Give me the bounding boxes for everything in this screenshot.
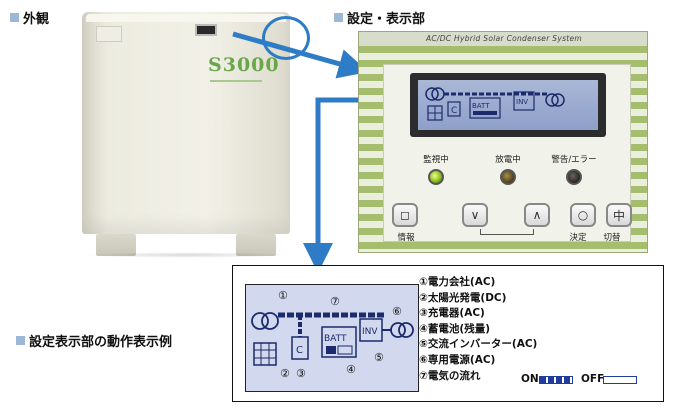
info-button-label: 情報 xyxy=(397,233,415,243)
control-panel: AC/DC Hybrid Solar Condenser System C BA… xyxy=(358,31,648,253)
num-3: ③ xyxy=(296,367,306,380)
panel-heading-text: 設定・表示部 xyxy=(347,12,426,27)
switch-button-label: 切替 xyxy=(603,233,621,243)
up-button[interactable]: ∧ xyxy=(524,203,550,227)
num-4: ④ xyxy=(346,363,356,376)
num-7: ⑦ xyxy=(330,295,340,308)
led-monitoring xyxy=(428,169,444,185)
bullet-square-icon xyxy=(334,13,343,22)
legend-item-battery: ④蓄電池(残量) xyxy=(419,322,490,335)
device-shadow xyxy=(82,252,290,258)
diag-inv-label: INV xyxy=(362,327,378,337)
diag-batt-label: BATT xyxy=(324,334,347,344)
device-logo: S3000 xyxy=(208,54,280,76)
legend-item-dedicated-power: ⑥専用電源(AC) xyxy=(419,353,496,366)
display-example-diagram: ① ⑦ C BATT INV ⑥ ② ③ ④ ⑤ xyxy=(245,284,419,392)
lcd-inv-label: INV xyxy=(516,98,528,106)
legend-box: ① ⑦ C BATT INV ⑥ ② ③ ④ ⑤ xyxy=(232,265,664,402)
led-label-warning: 警告/エラー xyxy=(551,155,597,165)
legend-item-flow: ⑦電気の流れ xyxy=(419,369,481,382)
lcd-diagram: C BATT INV xyxy=(425,87,565,121)
diag-c-label: C xyxy=(296,345,303,356)
flow-on-swatch xyxy=(539,376,573,384)
led-label-monitoring: 監視中 xyxy=(423,155,449,165)
exterior-heading: 外観 xyxy=(10,8,49,27)
legend-item-solar: ②太陽光発電(DC) xyxy=(419,291,507,304)
device-exterior-image: S3000 xyxy=(82,12,310,260)
legend-item-charger: ③充電器(AC) xyxy=(419,307,485,320)
display-example-svg: ① ⑦ C BATT INV ⑥ ② ③ ④ ⑤ xyxy=(251,289,414,380)
device-logo-underline xyxy=(210,80,262,82)
bullet-square-icon xyxy=(16,336,25,345)
legend-list: ①電力会社(AC) ②太陽光発電(DC) ③充電器(AC) ④蓄電池(残量) ⑤… xyxy=(419,275,537,384)
device-display-window xyxy=(195,24,217,36)
flow-on-label: ON xyxy=(521,373,539,385)
exterior-heading-text: 外観 xyxy=(23,12,50,27)
enter-button[interactable]: ○ xyxy=(570,203,596,227)
down-button[interactable]: ∨ xyxy=(462,203,488,227)
num-1: ① xyxy=(278,289,288,302)
led-label-discharging: 放電中 xyxy=(495,155,521,165)
example-heading-text: 設定表示部の動作表示例 xyxy=(29,335,173,350)
panel-heading: 設定・表示部 xyxy=(334,8,425,27)
lcd-batt-label: BATT xyxy=(472,102,490,110)
up-down-bracket xyxy=(480,229,534,235)
panel-face: C BATT INV 監視中 放電中 警告/エラー ◻ ∨ ∧ ○ 中 xyxy=(383,64,632,243)
num-2: ② xyxy=(280,367,290,380)
enter-button-label: 決定 xyxy=(569,233,587,243)
legend-item-utility: ①電力会社(AC) xyxy=(419,276,496,288)
device-body xyxy=(82,12,290,234)
device-foot-right xyxy=(236,234,276,256)
device-slot xyxy=(96,26,122,42)
highlight-circle xyxy=(262,16,310,60)
bullet-square-icon xyxy=(10,13,19,22)
flow-off-swatch xyxy=(603,376,637,384)
lcd-c-label: C xyxy=(451,106,457,116)
panel-title: AC/DC Hybrid Solar Condenser System xyxy=(359,32,647,46)
led-discharging xyxy=(500,169,516,185)
num-6: ⑥ xyxy=(392,305,402,318)
legend-item-inverter: ⑤交流インバーター(AC) xyxy=(419,338,538,351)
info-button[interactable]: ◻ xyxy=(392,203,418,227)
lcd-screen: C BATT INV xyxy=(418,80,598,130)
lcd-bezel: C BATT INV xyxy=(410,73,606,137)
example-heading: 設定表示部の動作表示例 xyxy=(16,331,172,350)
flow-off-label: OFF xyxy=(581,373,605,385)
switch-button[interactable]: 中 xyxy=(606,203,632,227)
num-5: ⑤ xyxy=(374,351,384,364)
device-foot-left xyxy=(96,234,136,256)
led-warning xyxy=(566,169,582,185)
device-top xyxy=(86,14,286,22)
